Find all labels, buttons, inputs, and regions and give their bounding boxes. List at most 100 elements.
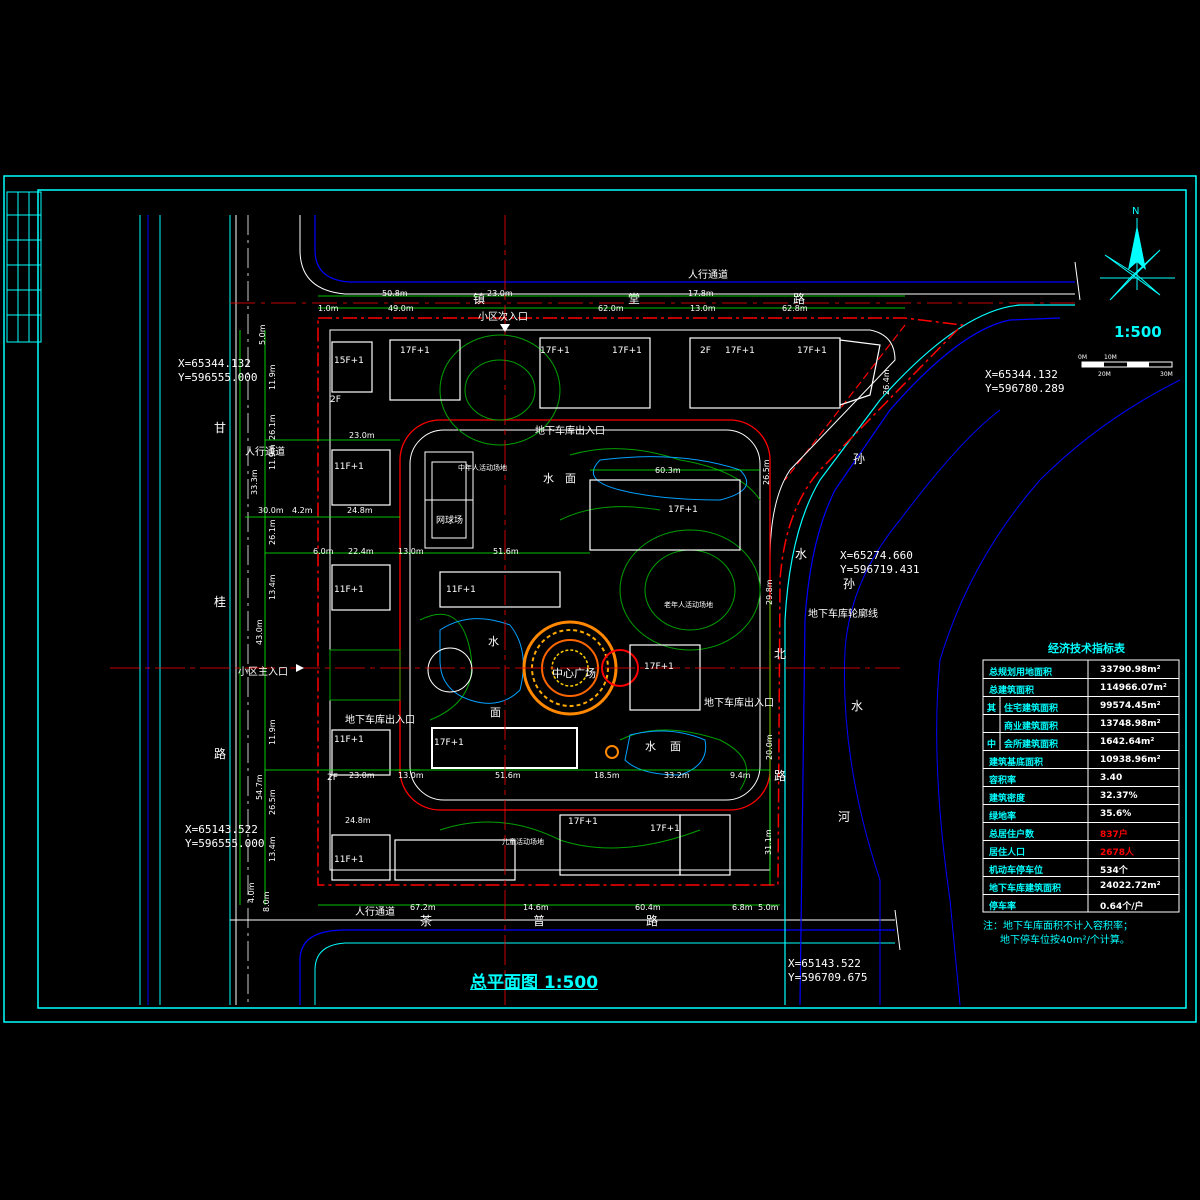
econ-row-value: 35.6%	[1100, 809, 1132, 819]
dim-bottom-2: 60.4m	[635, 903, 661, 912]
label-pedestrian-top: 人行通道	[688, 270, 728, 281]
econ-row-divider	[983, 732, 1179, 733]
road-name-west-0: 甘	[214, 421, 227, 435]
scale-bar	[1081, 361, 1173, 368]
dim-mid-12: 18.5m	[594, 771, 620, 780]
building-label-8: 17F+1	[668, 505, 698, 515]
dim-right-3: 20.0m	[765, 734, 774, 760]
econ-row-name: 地下车库建筑面积	[989, 884, 1062, 894]
road-name-river_east-2: 孙	[843, 577, 856, 591]
dim-top-5: 62.0m	[598, 304, 624, 313]
building-label-12: 17F+1	[434, 738, 464, 748]
econ-row-divider	[983, 750, 1179, 751]
dim-top-1: 23.0m	[487, 289, 513, 298]
econ-row-value: 32.37%	[1100, 791, 1138, 801]
building-label-4: 2F	[700, 346, 711, 356]
econ-table-title: 经济技术指标表	[1048, 642, 1125, 655]
east-road	[784, 304, 1181, 1006]
econ-row-name: 机动车停车位	[989, 866, 1044, 876]
north-label: N	[1132, 206, 1140, 217]
coord-x-2: X=65274.660	[840, 549, 913, 562]
label-water-3: 水	[488, 635, 499, 648]
title-strip	[6, 191, 42, 343]
road-name-river_label-0: 水	[851, 699, 864, 713]
site-inner-boundary	[329, 329, 896, 871]
dim-mid-9: 23.0m	[349, 771, 375, 780]
scale-tick-0: 0M	[1078, 354, 1087, 361]
coord-x-3: X=65143.522	[185, 823, 258, 836]
econ-row-group: 中	[987, 740, 997, 750]
econ-row-divider	[983, 786, 1179, 787]
drawing-title: 总平面图 1:500	[470, 973, 599, 993]
dim-left-5: 26.1m	[268, 519, 277, 545]
label-central-plaza: 中心广场	[552, 667, 596, 680]
road-name-north-1: 堂	[628, 292, 641, 306]
north-arrow-icon	[1100, 218, 1175, 301]
dim-left-12: 4.0m	[247, 882, 256, 903]
building-label-1: 17F+1	[400, 346, 430, 356]
econ-row-value: 837户	[1100, 830, 1128, 840]
building-label-5: 17F+1	[725, 346, 755, 356]
site-boundary	[317, 317, 964, 886]
dim-bottom-0: 67.2m	[410, 903, 436, 912]
scale-tick-2: 20M	[1098, 371, 1111, 378]
dim-left-7: 43.0m	[255, 619, 264, 645]
econ-row-value: 534个	[1100, 866, 1128, 876]
econ-row-divider	[983, 768, 1179, 769]
building-label-2: 17F+1	[540, 346, 570, 356]
label-youth-area: 中年人活动场地	[458, 464, 507, 472]
label-tennis: 网球场	[436, 516, 464, 526]
econ-row-value: 114966.07m²	[1100, 683, 1167, 693]
ring-road-white	[409, 429, 761, 801]
econ-row-divider	[983, 678, 1179, 679]
label-pedestrian-bottom: 人行通道	[355, 907, 395, 918]
coord-y-1: Y=596780.289	[985, 382, 1065, 395]
building-label-3: 17F+1	[612, 346, 642, 356]
dim-top-7: 62.8m	[782, 304, 808, 313]
dim-left-0: 5.0m	[258, 324, 267, 345]
label-garage-west: 地下车库出入口	[345, 715, 415, 726]
dim-mid-0: 23.0m	[349, 431, 375, 440]
econ-note-2: 地下停车位按40m²/个计算。	[1000, 935, 1130, 946]
label-garage-east: 地下车库出入口	[704, 698, 774, 709]
west-road	[139, 215, 249, 1005]
dim-right-2: 29.8m	[765, 579, 774, 605]
building-label-9: 11F+1	[334, 585, 364, 595]
econ-row-name: 住宅建筑面积	[1004, 704, 1059, 714]
dim-mid-11: 51.6m	[495, 771, 521, 780]
road-name-south-1: 普	[533, 914, 546, 928]
dim-mid-13: 33.2m	[664, 771, 690, 780]
scale-tick-1: 10M	[1104, 354, 1117, 361]
coord-y-2: Y=596719.431	[840, 563, 920, 576]
econ-row-name: 总建筑面积	[989, 686, 1035, 696]
econ-row-divider	[983, 894, 1179, 895]
dim-top-0: 50.8m	[382, 289, 408, 298]
label-garage-north: 地下车库出入口	[535, 426, 605, 437]
dim-left-11: 13.4m	[268, 836, 277, 862]
coord-x-0: X=65344.132	[178, 357, 251, 370]
econ-row-divider	[983, 714, 1179, 715]
ring-road-red	[399, 419, 771, 811]
dim-mid-4: 6.0m	[313, 547, 334, 556]
econ-row-name: 会所建筑面积	[1004, 740, 1059, 750]
dim-mid-10: 13.0m	[398, 771, 424, 780]
label-pedestrian-west: 人行通道	[245, 447, 285, 458]
econ-row-value: 1642.64m²	[1100, 737, 1155, 747]
building-label-18: 2F	[327, 773, 338, 783]
landscape-greenery	[329, 334, 761, 849]
axis-lines	[110, 215, 900, 1005]
dim-top-3: 1.0m	[318, 304, 339, 313]
building-label-10: 11F+1	[446, 585, 476, 595]
road-name-east-1: 路	[774, 769, 787, 783]
coord-y-4: Y=596709.675	[788, 971, 868, 984]
dim-left-13: 8.0m	[262, 891, 271, 912]
label-water-4: 面	[490, 706, 501, 719]
road-name-south-0: 茶	[420, 914, 433, 928]
dim-bottom-4: 5.0m	[758, 903, 779, 912]
econ-row-divider	[983, 876, 1179, 877]
label-water-2: 面	[565, 472, 576, 485]
scale-tick-3: 30M	[1160, 371, 1173, 378]
dim-mid-2: 30.0m	[258, 506, 284, 515]
coord-x-1: X=65344.132	[985, 368, 1058, 381]
